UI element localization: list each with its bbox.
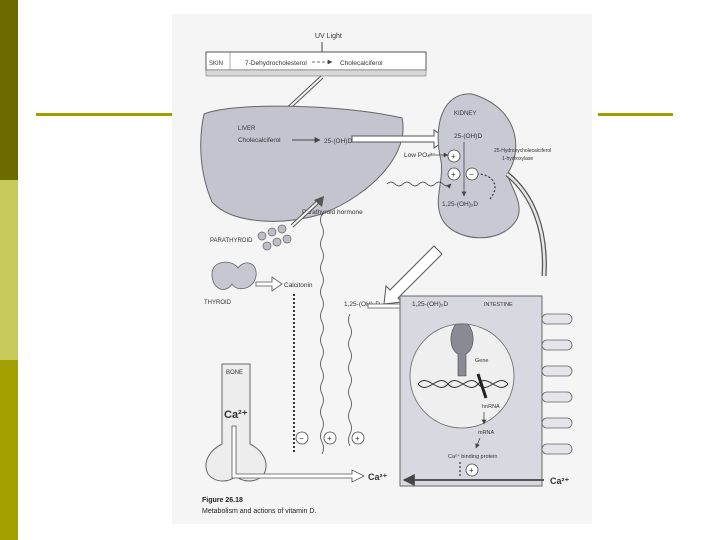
plus-circle-phosphate [447, 149, 461, 163]
plasma-calcium-label: Ca²⁺ [368, 472, 388, 482]
calcitriol-vertical-wavy [348, 313, 352, 447]
mid-calcitriol-label: 1,25-(OH)₂D [344, 301, 380, 308]
bone-label: BONE [226, 370, 243, 376]
caption-text: Metabolism and actions of vitamin D. [202, 508, 316, 515]
liver-shape [200, 105, 404, 222]
mrna-label: mRNA [478, 430, 495, 436]
hydroxylase-label-1: 25-Hydroxycholecalciferol [494, 148, 551, 154]
receptor-shape [450, 323, 474, 377]
kidney-shape [437, 93, 520, 239]
hydroxylase-label-2: 1-hydroxylase [502, 156, 533, 162]
kidney-calcitriol-label: 1,25-(OH)₂D [442, 201, 478, 208]
dna-strand-2 [417, 380, 509, 388]
feedback-dotted-arrow [477, 173, 496, 200]
minus-sign-feedback: − [469, 170, 474, 179]
plus-circle-intestine [465, 463, 479, 477]
minus-sign-calcitonin: − [299, 434, 304, 443]
title-rule-left [36, 113, 208, 116]
bone-calcium-label: Ca²⁺ [224, 409, 248, 421]
hnrna-label: hnRNA [482, 404, 500, 410]
plus-sign-calcitriol-bone: + [355, 434, 360, 443]
skin-label: SKIN [209, 61, 223, 67]
transcript-bar [476, 373, 488, 399]
intestine-calcium-label: Ca²⁺ [550, 476, 570, 486]
minus-circle-calcitonin [295, 431, 309, 445]
plus-sign-pth: + [451, 170, 456, 179]
kidney-25oh-label: 25-(OH)D [454, 133, 482, 140]
plus-sign-intestine: + [469, 466, 474, 475]
pth-label: Parathyroid hormone [302, 209, 363, 216]
parathyroid-label: PARATHYROID [210, 238, 253, 244]
pth-wavy-arrow [386, 181, 452, 189]
thyroid-shape [211, 261, 257, 290]
plus-circle-pth-bone [323, 431, 337, 445]
ca-binding-protein-label: Ca²⁺ binding protein [448, 453, 497, 460]
low-phosphate-label: Low PO₄³⁻ [404, 152, 436, 159]
parathyroid-glands [257, 224, 292, 251]
accent-bar-dark [0, 0, 18, 180]
intestine-label: INTESTINE [484, 302, 513, 308]
figure-drawing: UV Light SKIN 7-Dehydrocholesterol Chole… [200, 33, 573, 515]
plus-sign-pth-bone: + [327, 434, 332, 443]
thyroid-arrow [255, 276, 283, 292]
uv-light-label: UV Light [315, 33, 342, 40]
intestine-calcitriol-label: 1,25-(OH)₂D [412, 301, 448, 308]
calcitonin-label: Calcitonin [284, 282, 313, 289]
skin-cholecalciferol-label: Cholecalciferol [340, 60, 383, 67]
plus-sign-phosphate: + [451, 152, 456, 161]
plus-circle-calcitriol-bone [351, 431, 365, 445]
thyroid-label: THYROID [204, 300, 232, 306]
bone-to-plasma-arrow [231, 425, 365, 483]
liver-cholecalciferol-label: Cholecalciferol [238, 137, 281, 144]
gene-label: Gene [475, 358, 488, 364]
vitamin-d-figure: UV Light SKIN 7-Dehydrocholesterol Chole… [172, 14, 592, 524]
mrna-arrow [475, 437, 481, 449]
pth-vertical-wavy [320, 213, 324, 455]
plus-circle-pth [447, 167, 461, 181]
caption-title: Figure 26.18 [202, 497, 243, 504]
dehydro-label: 7-Dehydrocholesterol [245, 60, 307, 67]
liver-label: LIVER [238, 126, 256, 132]
accent-bar-olive [0, 360, 18, 540]
accent-bar-light [0, 180, 18, 360]
title-rule-right [598, 113, 673, 116]
skin-strip [205, 51, 427, 77]
kidney-to-intestine-arrow [383, 245, 443, 305]
kidney-label: KIDNEY [454, 111, 476, 117]
liver-25oh-label: 25-(OH)D [324, 138, 352, 145]
